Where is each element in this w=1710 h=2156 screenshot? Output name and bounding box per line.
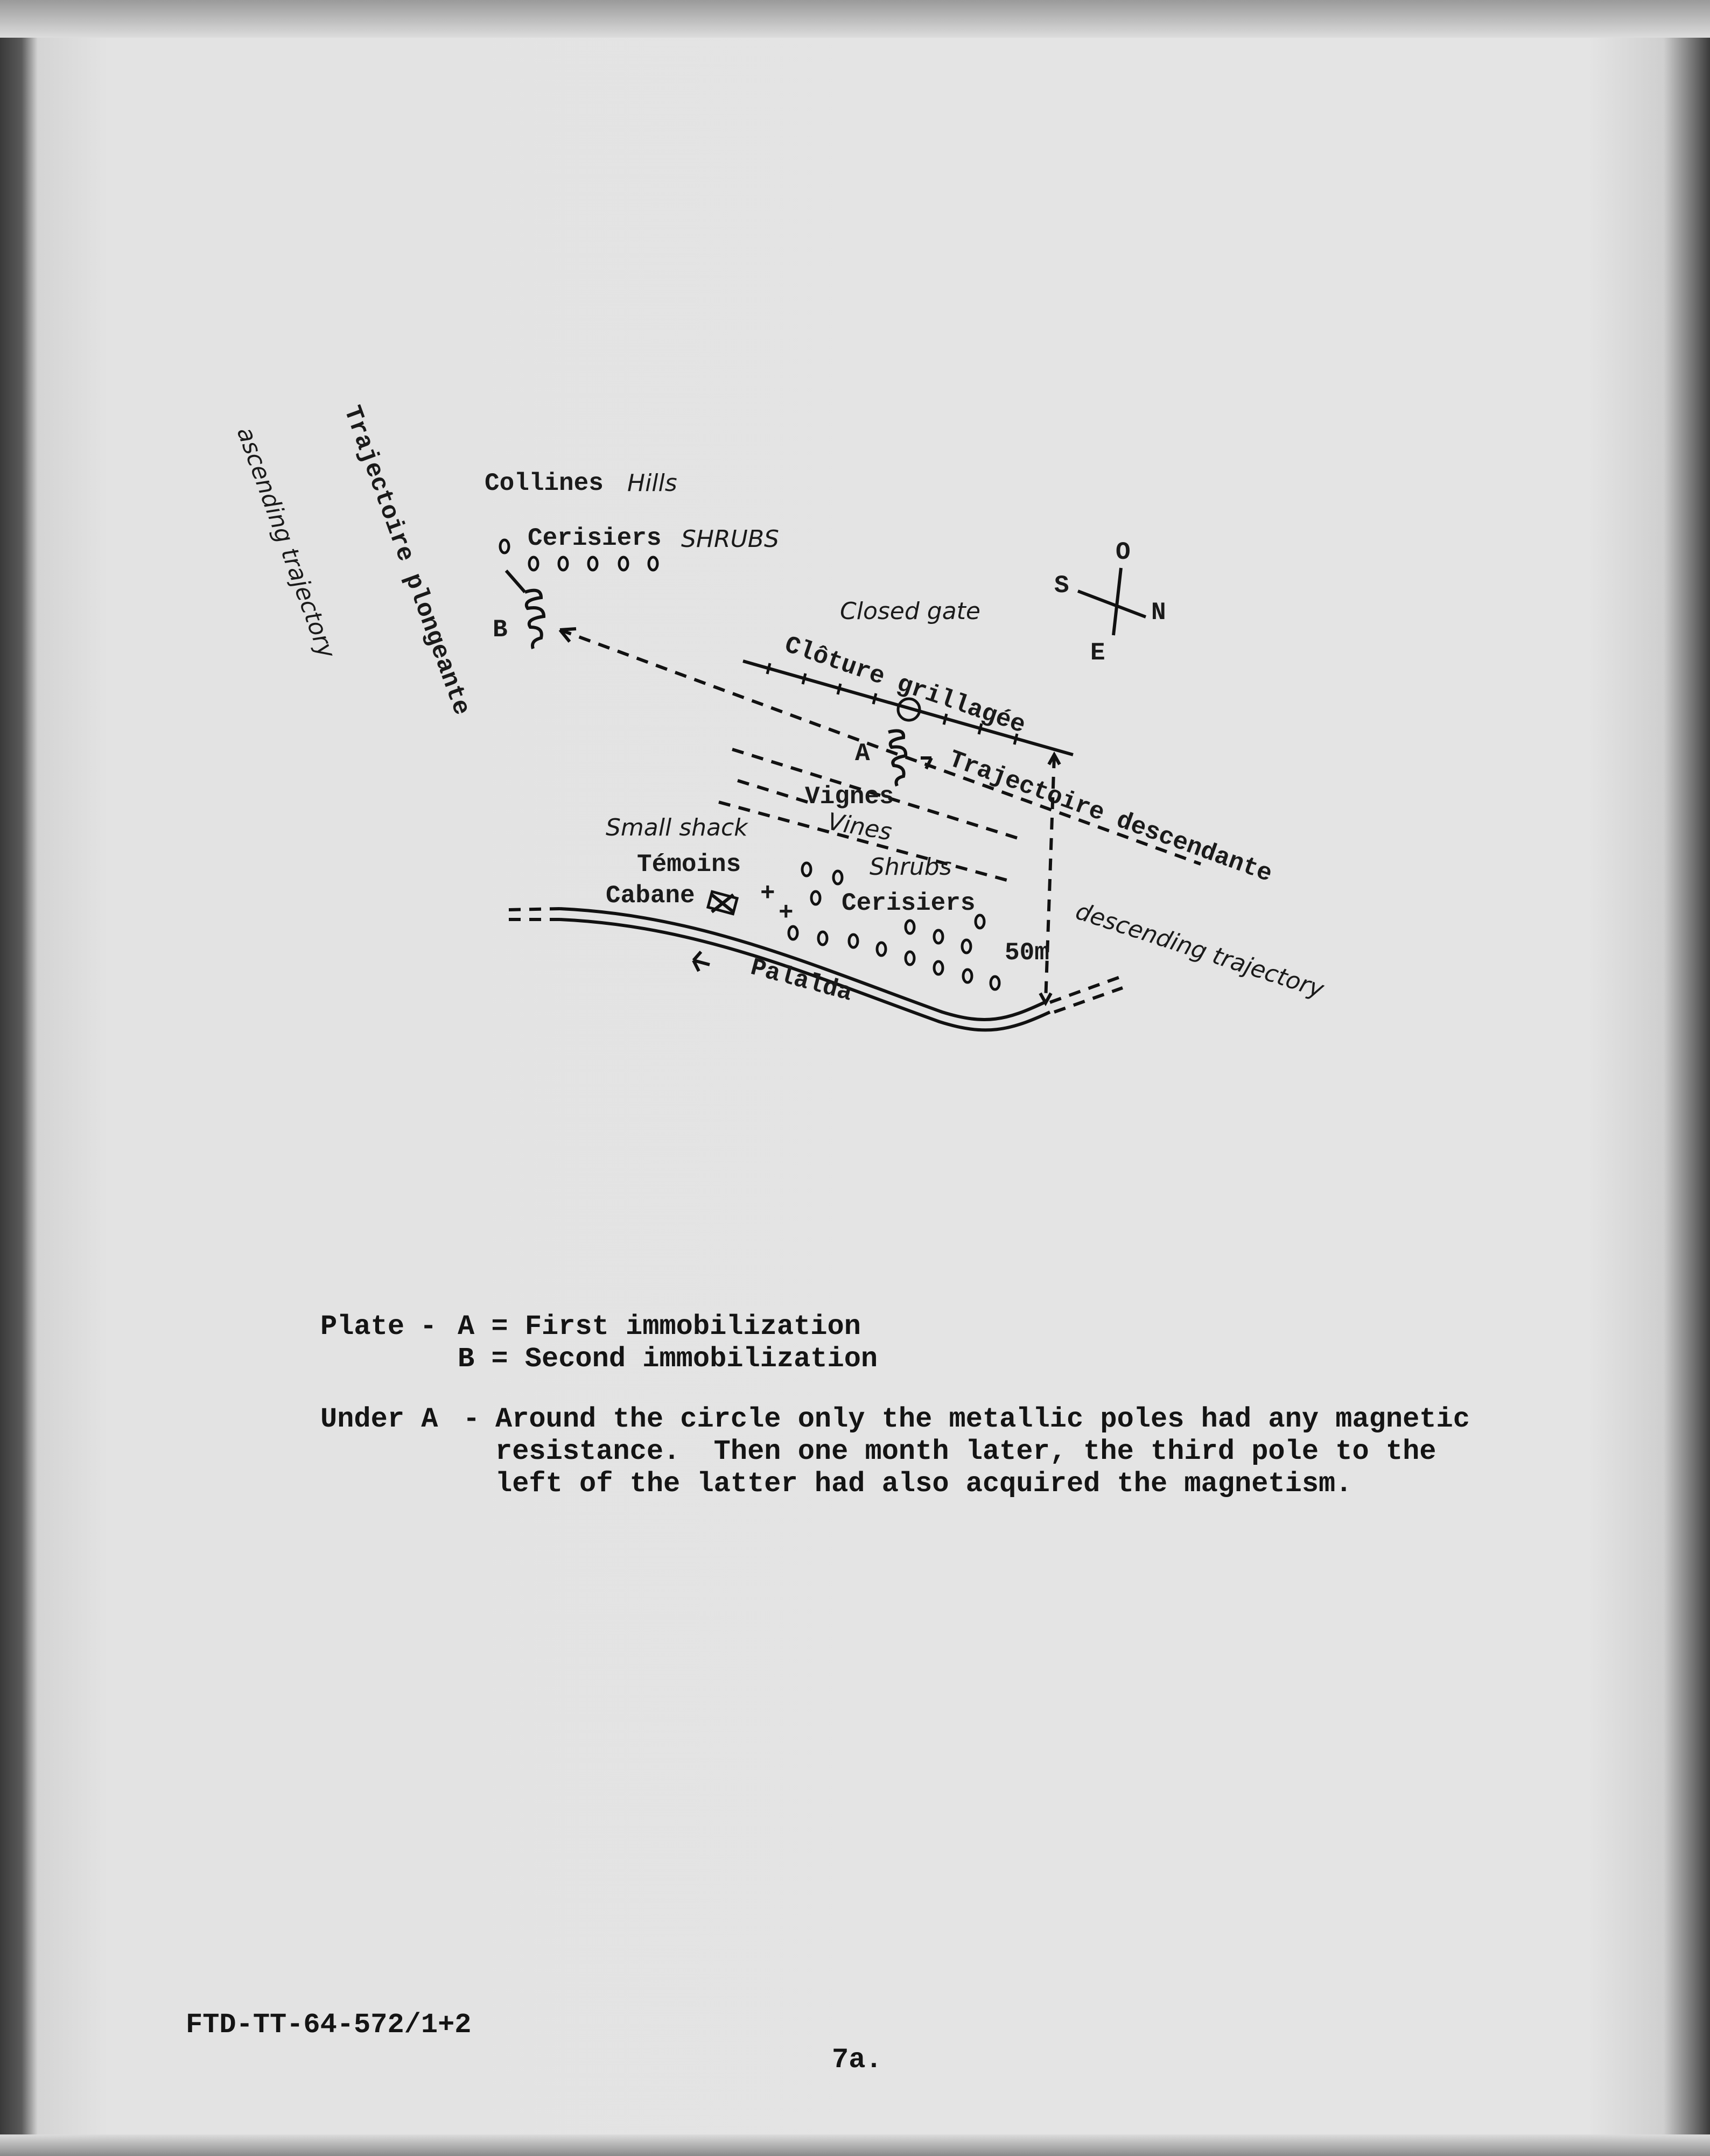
magnetic-pole-circle xyxy=(896,697,921,722)
closed-gate-annotation: Closed gate xyxy=(840,598,980,625)
hills-annotation: Hills xyxy=(627,469,677,497)
under-a-line-2: resistance. Then one month later, the th… xyxy=(495,1436,1436,1467)
compass-e: E xyxy=(1090,639,1105,667)
compass-o: O xyxy=(1116,538,1131,566)
point-a-label: A xyxy=(855,740,870,768)
vine-rows xyxy=(718,748,1024,882)
cherry-trees-top-label: Cerisiers xyxy=(528,524,661,552)
arrowhead-at-a-icon xyxy=(921,756,933,770)
object-a-scribble-icon xyxy=(888,729,908,787)
road-palalda xyxy=(508,907,1124,1032)
plate-b-definition: B = Second immobilization xyxy=(458,1343,878,1375)
object-b-scribble-icon xyxy=(524,588,546,649)
trajectory-dashed-line xyxy=(559,628,1202,866)
shrubs-annotation-bottom: Shrubs xyxy=(870,853,952,881)
plate-a-definition: A = First immobilization xyxy=(458,1311,861,1343)
cherry-trees-bottom-label: Cerisiers xyxy=(842,889,975,917)
hills-label: Collines xyxy=(485,469,604,497)
trajectory-descending-annotation: descending trajectory xyxy=(1073,897,1328,1003)
distance-label: 50m xyxy=(1005,939,1049,967)
cherry-tree-orchard-bottom xyxy=(787,861,1001,991)
dimension-arrowheads-icon xyxy=(1039,751,1061,1007)
cabin-label: Cabane xyxy=(606,882,695,910)
witness-marker-1: + xyxy=(760,880,775,908)
road-direction-arrow-icon xyxy=(692,951,710,972)
document-id: FTD-TT-64-572/1+2 xyxy=(186,2009,472,2041)
trajectory-ascending-annotation: ascending trajectory xyxy=(232,423,341,662)
trajectory-descending-label: Trajectoire descendante xyxy=(945,745,1276,888)
cabin-icon xyxy=(706,890,739,916)
point-b-label: B xyxy=(493,616,508,644)
page-number: 7a. xyxy=(832,2044,882,2076)
under-a-dash: - xyxy=(463,1403,480,1435)
trajectory-plunging-line xyxy=(504,570,527,593)
vines-label: Vignes xyxy=(805,783,894,811)
trajectory-plunging-label: Trajectoire plongeante xyxy=(338,402,476,719)
under-a-line-3: left of the latter had also acquired the… xyxy=(495,1468,1352,1500)
plate-label: Plate xyxy=(320,1311,404,1343)
arrowhead-to-b-icon xyxy=(558,627,577,643)
witnesses-label: Témoins xyxy=(637,851,741,879)
shrubs-annotation-top: SHRUBS xyxy=(681,525,779,553)
small-shack-annotation: Small shack xyxy=(606,814,748,841)
cherry-tree-row-top xyxy=(499,538,659,572)
fence-posts xyxy=(766,663,1019,745)
under-a-line-1: Around the circle only the metallic pole… xyxy=(495,1403,1470,1435)
fence-line xyxy=(742,659,1074,756)
witness-marker-2: + xyxy=(779,899,794,927)
plate-dash: - xyxy=(420,1311,437,1343)
vines-annotation: Vines xyxy=(825,808,894,846)
under-a-label: Under A xyxy=(320,1403,438,1435)
compass-s: S xyxy=(1054,572,1069,600)
scan-edge-bottom xyxy=(0,2134,1710,2156)
compass-n: N xyxy=(1151,599,1166,627)
compass-rose-icon: O S N E xyxy=(1054,538,1166,667)
scan-edge-top xyxy=(0,0,1710,38)
